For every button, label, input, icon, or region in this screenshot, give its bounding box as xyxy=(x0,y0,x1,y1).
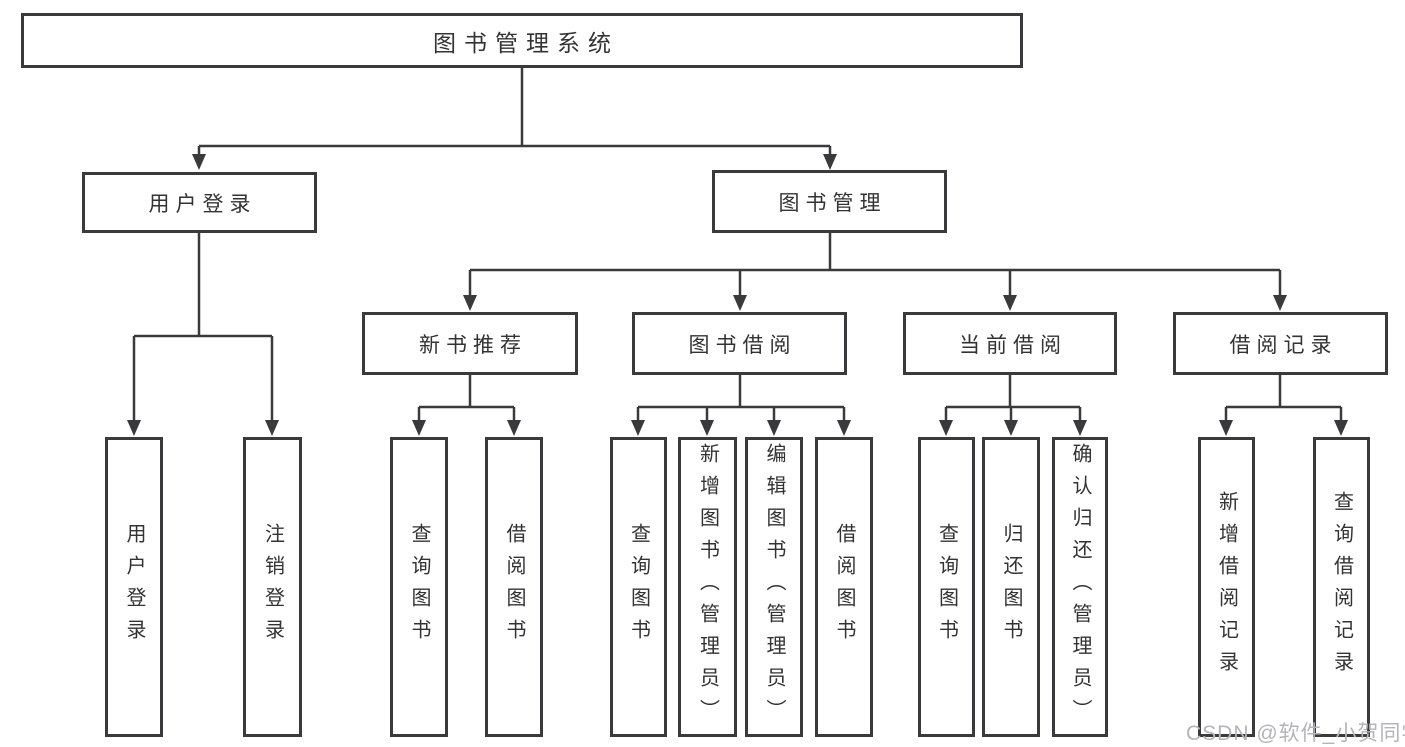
leaf-label: 查询图书 xyxy=(627,523,650,651)
box-label: 借阅记录 xyxy=(1229,333,1338,357)
leaf-label: 借阅图书 xyxy=(833,523,855,651)
arrowhead-icon xyxy=(192,154,206,170)
arrowhead-icon xyxy=(631,420,645,436)
box-borrowing-records: 借阅记录 xyxy=(1173,312,1388,375)
box-label: 图书借阅 xyxy=(688,333,797,357)
leaf-add-book-admin: 新增图书（管理员） xyxy=(678,437,737,737)
arrowhead-icon xyxy=(1273,295,1287,311)
leaf-edit-book-admin: 编辑图书（管理员） xyxy=(745,437,803,737)
leaf-query-books-current: 查询图书 xyxy=(918,437,975,737)
connector-user-login xyxy=(132,233,274,426)
leaf-user-login: 用户登录 xyxy=(105,437,163,737)
leaf-query-books-recommend: 查询图书 xyxy=(390,437,448,737)
arrowhead-icon xyxy=(823,154,837,170)
leaf-label: 借阅图书 xyxy=(503,523,525,651)
arrowhead-icon xyxy=(1003,295,1017,311)
leaf-borrow-books: 借阅图书 xyxy=(815,437,873,737)
leaf-query-borrow-record: 查询借阅记录 xyxy=(1313,437,1370,737)
arrowhead-icon xyxy=(733,295,747,311)
box-library-management-system: 图书管理系统 xyxy=(21,13,1023,68)
leaf-borrow-books-recommend: 借阅图书 xyxy=(485,437,543,737)
box-current-borrowing: 当前借阅 xyxy=(903,312,1117,375)
box-book-management: 图书管理 xyxy=(712,170,947,233)
connector-new-book-recommend xyxy=(417,375,516,426)
leaf-label: 新增图书（管理员） xyxy=(696,443,719,731)
connector-book-borrowing xyxy=(636,375,846,426)
box-user-login: 用户登录 xyxy=(82,172,317,233)
box-label: 图书管理 xyxy=(778,191,887,215)
leaf-label: 注销登录 xyxy=(261,523,284,651)
arrowhead-icon xyxy=(837,420,851,436)
leaf-return-books: 归还图书 xyxy=(982,437,1040,737)
arrowhead-icon xyxy=(1073,420,1087,436)
arrowhead-icon xyxy=(265,420,279,436)
connector-current-borrowing xyxy=(944,375,1082,426)
watermark-text: CSDN @软件_小贺同学 xyxy=(1186,722,1405,745)
connector-book-management xyxy=(468,233,1282,301)
leaf-label: 确认归还（管理员） xyxy=(1069,443,1091,731)
leaf-label: 编辑图书（管理员） xyxy=(763,443,785,731)
box-label: 当前借阅 xyxy=(959,333,1067,357)
leaf-label: 查询图书 xyxy=(935,523,958,651)
box-label: 图书管理系统 xyxy=(433,29,619,56)
connector-root xyxy=(197,68,832,160)
leaf-label: 查询借阅记录 xyxy=(1330,491,1353,683)
arrowhead-icon xyxy=(700,420,714,436)
leaf-label: 查询图书 xyxy=(408,523,430,651)
box-new-book-recommend: 新书推荐 xyxy=(362,312,578,375)
connector-borrowing-records xyxy=(1224,375,1343,426)
arrowhead-icon xyxy=(127,420,141,436)
leaf-label: 用户登录 xyxy=(123,523,145,651)
leaf-query-books-borrowing: 查询图书 xyxy=(610,437,667,737)
leaf-label: 新增借阅记录 xyxy=(1215,491,1238,683)
arrowhead-icon xyxy=(412,420,426,436)
arrowhead-icon xyxy=(1219,420,1233,436)
leaf-label: 归还图书 xyxy=(1000,523,1022,651)
box-label: 用户登录 xyxy=(148,192,257,216)
arrowhead-icon xyxy=(463,295,477,311)
leaf-add-borrow-record: 新增借阅记录 xyxy=(1198,437,1255,737)
arrowhead-icon xyxy=(1334,420,1348,436)
arrowhead-icon xyxy=(939,420,953,436)
box-label: 新书推荐 xyxy=(419,333,527,357)
leaf-confirm-return-admin: 确认归还（管理员） xyxy=(1052,437,1108,737)
arrowhead-icon xyxy=(767,420,781,436)
arrowhead-icon xyxy=(507,420,521,436)
leaf-logout: 注销登录 xyxy=(243,437,302,737)
arrowhead-icon xyxy=(1004,420,1018,436)
box-book-borrowing: 图书借阅 xyxy=(632,312,847,375)
